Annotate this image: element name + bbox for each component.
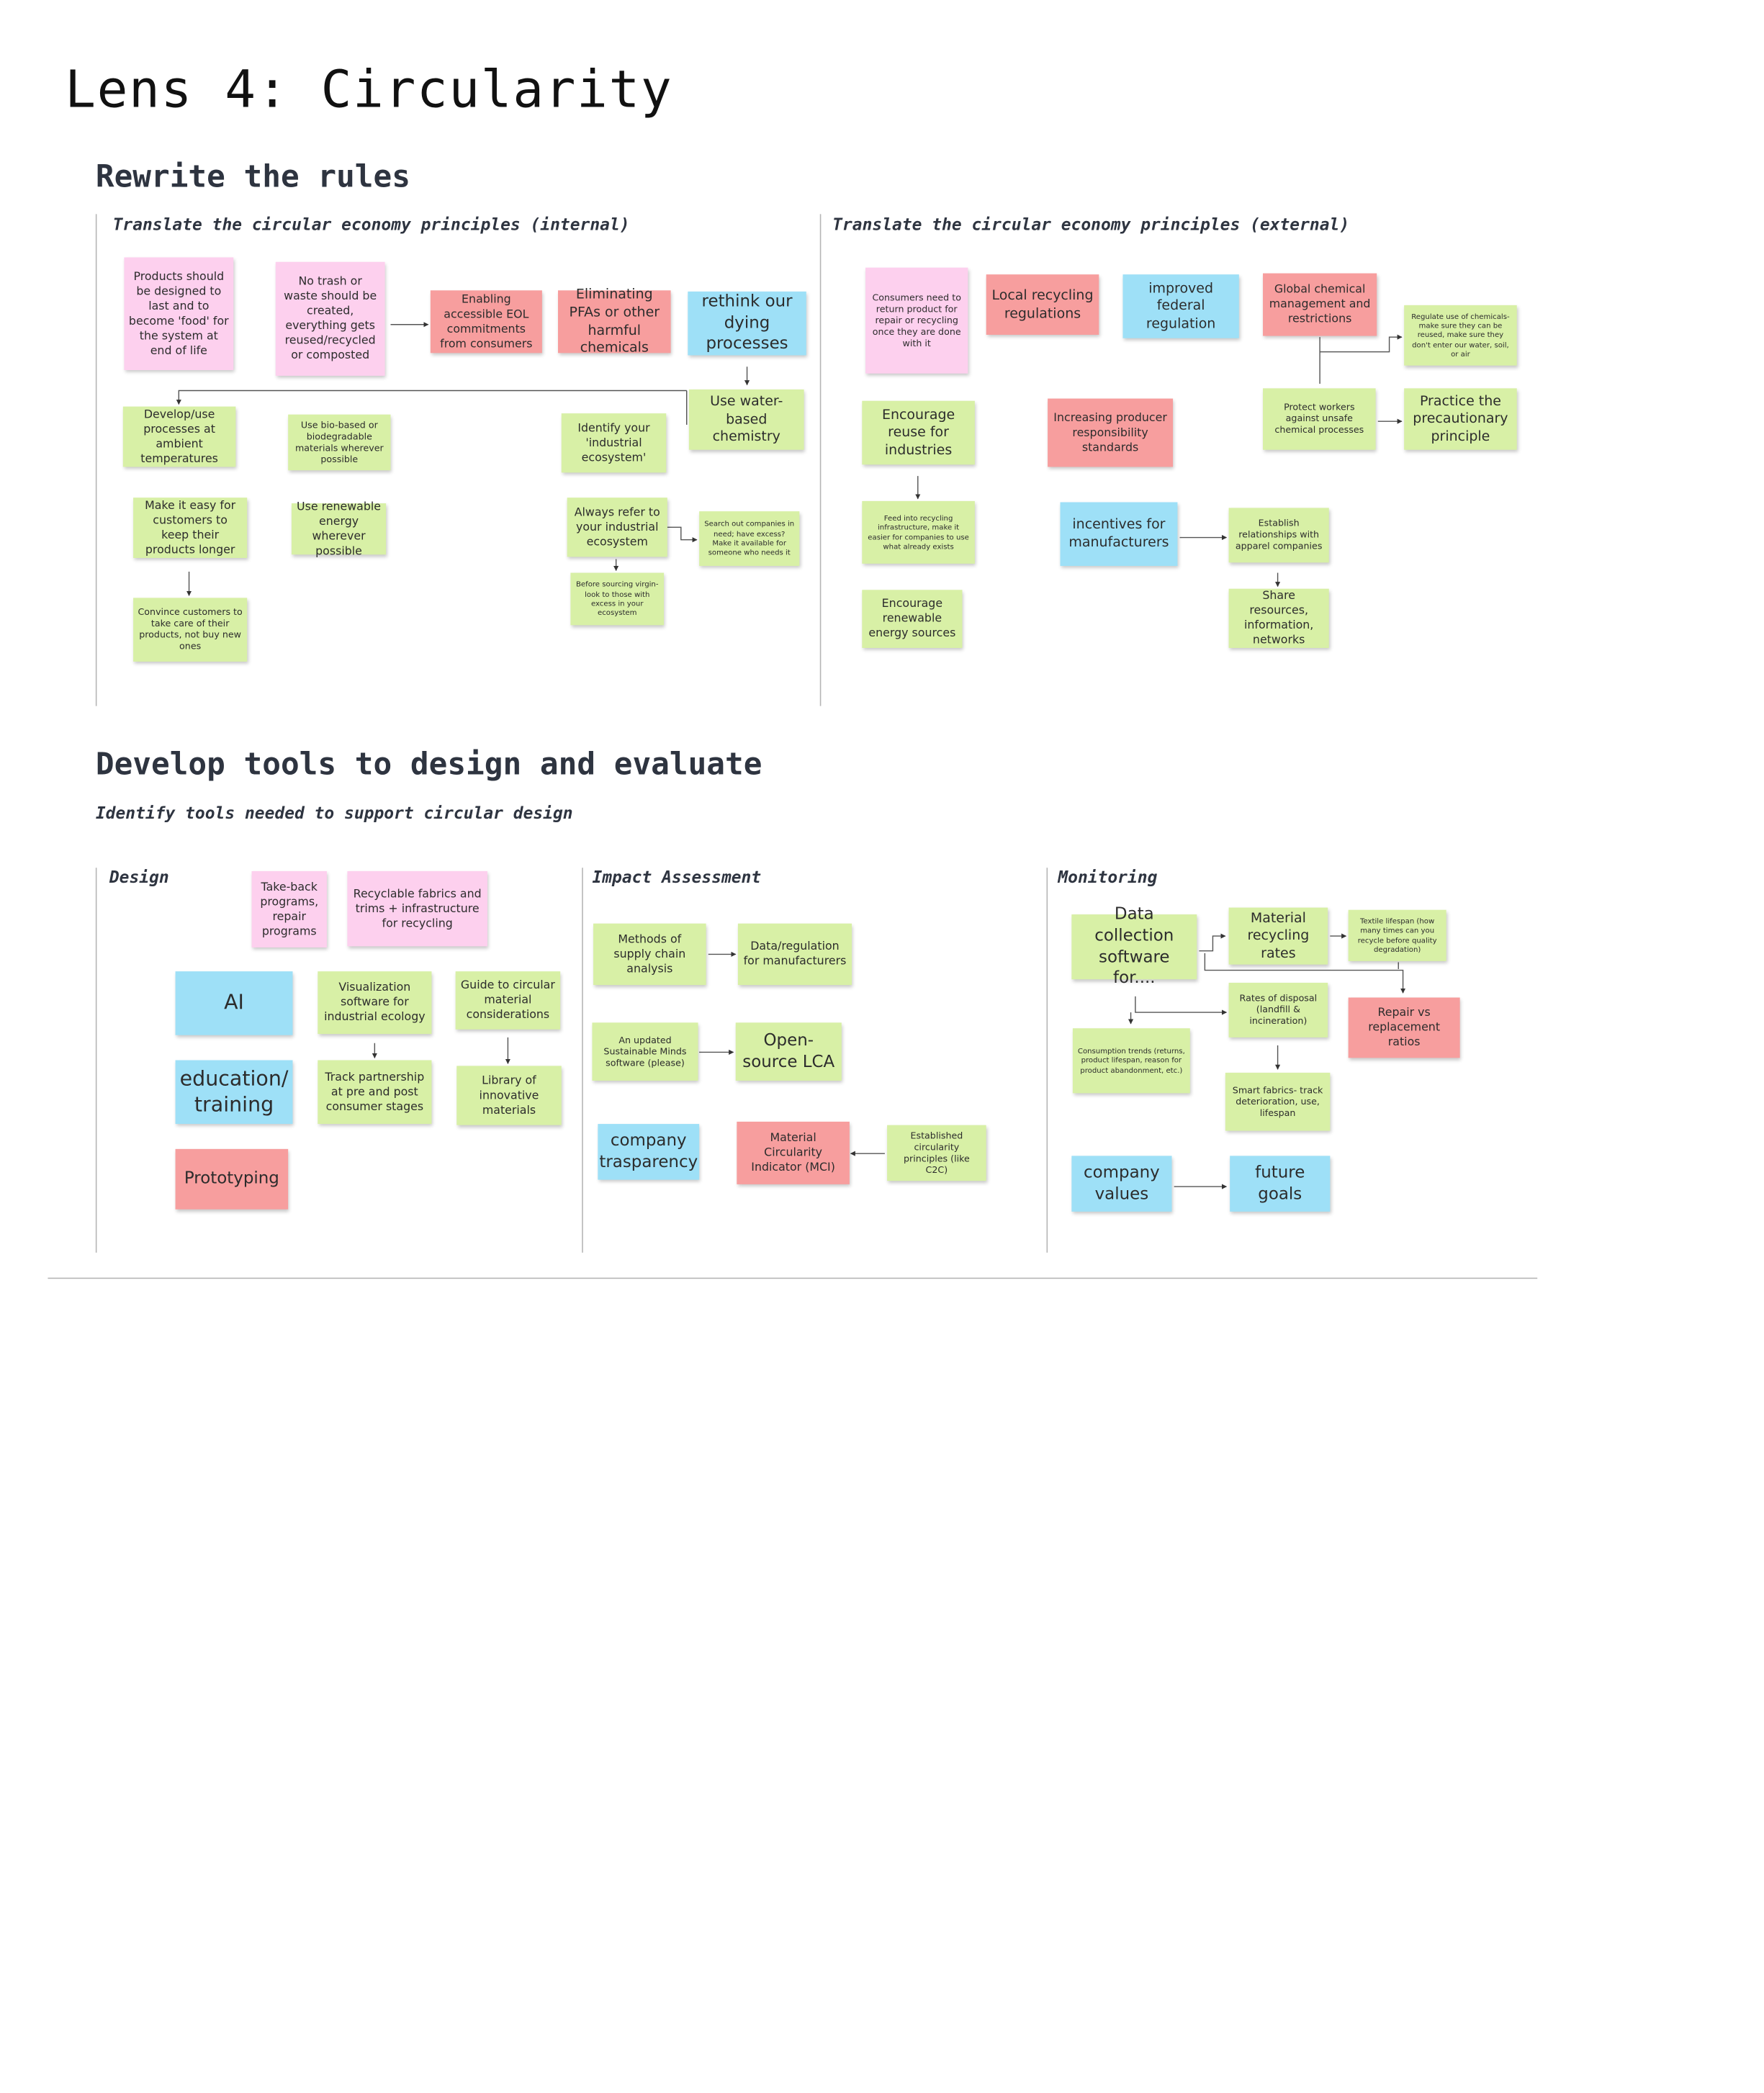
sticky-note[interactable]: Eliminating PFAs or other harmful chemic… bbox=[557, 286, 671, 356]
external-frame-border bbox=[819, 214, 822, 706]
connector bbox=[1204, 953, 1406, 994]
sticky-note[interactable]: Library of innovative materials bbox=[456, 1066, 562, 1125]
sticky-note[interactable]: Data collection software for.... bbox=[1071, 905, 1197, 988]
sticky-note[interactable]: Use water-based chemistry bbox=[688, 389, 804, 450]
sticky-note[interactable]: improved federal regulation bbox=[1122, 274, 1239, 338]
sticky-note[interactable]: Identify your 'industrial ecosystem' bbox=[561, 413, 667, 473]
sticky-note[interactable]: Material recycling rates bbox=[1228, 907, 1328, 965]
page-title: Lens 4: Circularity bbox=[65, 59, 673, 120]
sticky-note[interactable]: Open-source LCA bbox=[735, 1022, 842, 1081]
sticky-note[interactable]: Make it easy for customers to keep their… bbox=[133, 498, 248, 558]
internal-frame-border bbox=[95, 214, 97, 706]
sticky-note[interactable]: Use bio-based or biodegradable materials… bbox=[288, 414, 391, 471]
sticky-note[interactable]: Practice the precautionary principle bbox=[1404, 388, 1517, 450]
sticky-note[interactable]: AI bbox=[175, 971, 293, 1035]
connector bbox=[667, 526, 698, 543]
sticky-note[interactable]: Data/regulation for manufacturers bbox=[737, 923, 852, 986]
design-frame-border bbox=[95, 868, 97, 1253]
sticky-note[interactable]: Regulate use of chemicals- make sure the… bbox=[1404, 305, 1517, 366]
sticky-note[interactable]: Enabling accessible EOL commitments from… bbox=[430, 290, 542, 354]
bottom-divider bbox=[48, 1277, 1538, 1279]
sticky-note[interactable]: Established circularity principles (like… bbox=[887, 1125, 986, 1181]
sticky-note[interactable]: Consumption trends (returns, product lif… bbox=[1072, 1028, 1190, 1094]
sticky-note[interactable]: Guide to circular material consideration… bbox=[455, 971, 561, 1030]
sticky-note[interactable]: Consumers need to return product for rep… bbox=[865, 267, 968, 374]
connector bbox=[1199, 933, 1226, 952]
design-label: Design bbox=[109, 868, 169, 888]
monitoring-label: Monitoring bbox=[1058, 868, 1158, 888]
impact-label: Impact Assessment bbox=[592, 868, 762, 888]
sticky-note[interactable]: company values bbox=[1071, 1156, 1172, 1212]
sticky-note[interactable]: incentives for manufacturers bbox=[1060, 502, 1178, 567]
sticky-note[interactable]: Rates of disposal (landfill & incinerati… bbox=[1228, 982, 1328, 1038]
sticky-note[interactable]: Local recycling regulations bbox=[986, 274, 1099, 335]
external-subheading: Translate the circular economy principle… bbox=[832, 216, 1350, 235]
sticky-note[interactable]: Prototyping bbox=[175, 1148, 289, 1210]
sticky-note[interactable]: Establish relationships with apparel com… bbox=[1228, 508, 1329, 563]
sticky-note[interactable]: Feed into recycling infrastructure, make… bbox=[862, 500, 975, 564]
connector-layer bbox=[176, 322, 1406, 1189]
sticky-note[interactable]: Develop/use processes at ambient tempera… bbox=[122, 406, 236, 467]
sticky-note[interactable]: future goals bbox=[1230, 1156, 1331, 1212]
sticky-note[interactable]: Convince customers to take care of their… bbox=[133, 598, 248, 662]
connector bbox=[1320, 334, 1403, 353]
connector bbox=[176, 390, 687, 405]
sticky-note[interactable]: rethink our dying processes bbox=[688, 291, 806, 356]
sticky-note[interactable]: Recyclable fabrics and trims + infrastru… bbox=[347, 870, 487, 947]
sticky-note[interactable]: Material Circularity Indicator (MCI) bbox=[737, 1121, 850, 1184]
sticky-note[interactable]: Encourage reuse for industries bbox=[862, 400, 975, 465]
internal-subheading: Translate the circular economy principle… bbox=[112, 216, 630, 235]
tools-heading: Develop tools to design and evaluate bbox=[95, 747, 762, 783]
rules-heading: Rewrite the rules bbox=[95, 159, 410, 195]
sticky-note[interactable]: An updated Sustainable Minds software (p… bbox=[592, 1022, 698, 1081]
sticky-note[interactable]: No trash or waste should be created, eve… bbox=[275, 261, 385, 376]
sticky-note[interactable]: Repair vs replacement ratios bbox=[1348, 997, 1460, 1058]
sticky-note[interactable]: company trasparency bbox=[598, 1124, 700, 1180]
sticky-note[interactable]: Increasing producer responsibility stand… bbox=[1048, 398, 1174, 467]
impact-frame-border bbox=[582, 868, 583, 1253]
sticky-note[interactable]: Encourage renewable energy sources bbox=[862, 590, 963, 648]
sticky-note[interactable]: Global chemical management and restricti… bbox=[1263, 273, 1377, 336]
sticky-note[interactable]: Track partnership at pre and post consum… bbox=[318, 1060, 432, 1125]
monitoring-frame-border bbox=[1046, 868, 1048, 1253]
sticky-note[interactable]: Share resources, information, networks bbox=[1228, 588, 1329, 648]
sticky-note[interactable]: Always refer to your industrial ecosyste… bbox=[567, 498, 667, 557]
sticky-note[interactable]: Before sourcing virgin- look to those wi… bbox=[570, 572, 665, 626]
sticky-note[interactable]: Take-back programs, repair programs bbox=[251, 870, 327, 948]
connector bbox=[1135, 996, 1228, 1015]
sticky-note[interactable]: Search out companies in need; have exces… bbox=[699, 511, 800, 567]
sticky-note[interactable]: Visualization software for industrial ec… bbox=[318, 971, 432, 1035]
sticky-note[interactable]: Smart fabrics- track deterioration, use,… bbox=[1225, 1072, 1331, 1131]
tools-subheading: Identify tools needed to support circula… bbox=[95, 805, 573, 824]
sticky-note[interactable]: Textile lifespan (how many times can you… bbox=[1348, 909, 1446, 961]
sticky-note[interactable]: education/ training bbox=[175, 1060, 293, 1125]
sticky-note[interactable]: Products should be designed to last and … bbox=[124, 257, 234, 371]
sticky-note[interactable]: Methods of supply chain analysis bbox=[593, 923, 706, 986]
sticky-note[interactable]: Use renewable energy wherever possible bbox=[291, 500, 387, 557]
sticky-note[interactable]: Protect workers against unsafe chemical … bbox=[1263, 388, 1376, 450]
